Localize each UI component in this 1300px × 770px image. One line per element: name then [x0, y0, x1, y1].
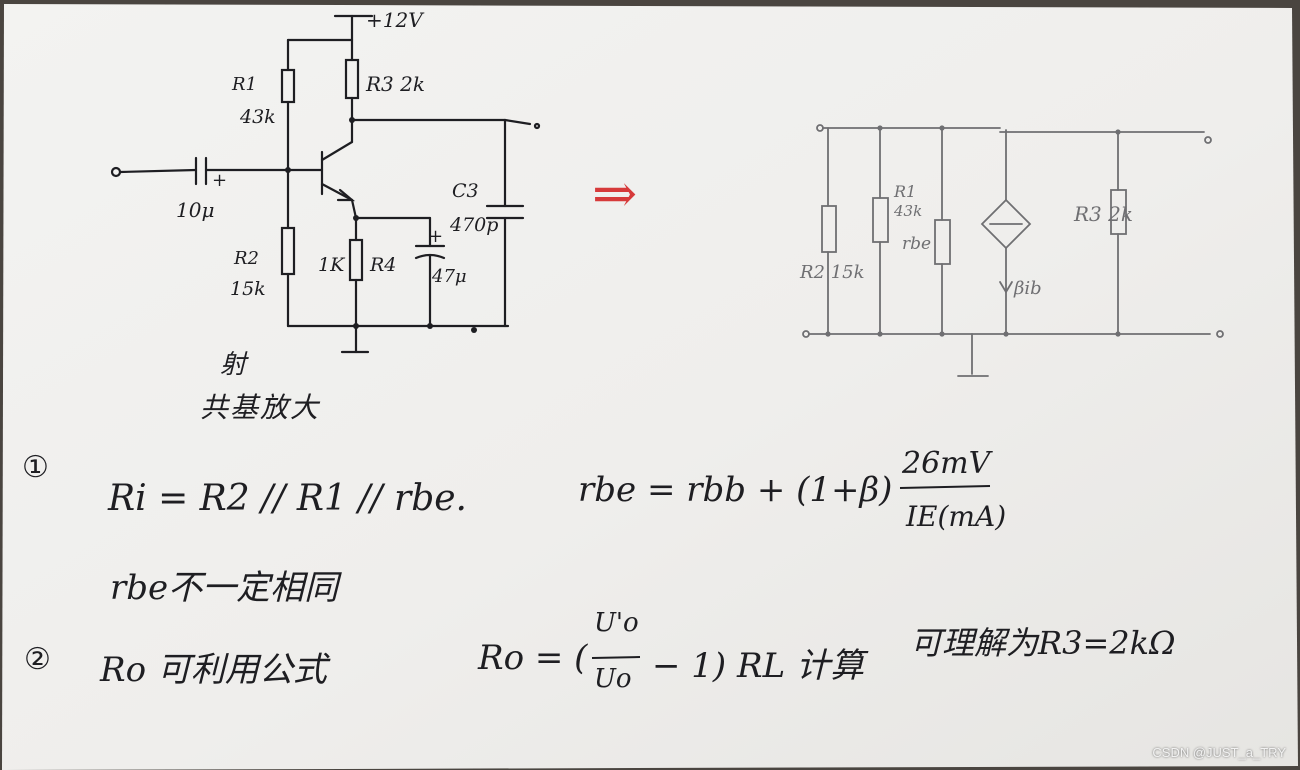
c1-polarity-mark: + [212, 170, 228, 191]
transform-arrow: ⇒ [592, 162, 638, 225]
eq-rbe-label: rbe [902, 234, 932, 254]
r2-name-label: R2 [234, 248, 260, 269]
rbe-formula-numerator: 26mV [902, 446, 991, 481]
r1-value-label: 43k [240, 106, 276, 128]
rbe-formula-lhs: rbe = rbb + (1+β) [578, 470, 893, 510]
circuit-caption: 共基放大 [200, 391, 321, 424]
rbe-remark: rbe不一定相同 [110, 568, 339, 608]
c2-polarity-mark: + [428, 226, 444, 247]
ro-formula-lhs: Ro = ( [478, 638, 588, 678]
csdn-watermark: CSDN @JUST_a_TRY [1152, 745, 1286, 760]
eq-r1-name-label: R1 [894, 182, 917, 201]
r3-label: R3 2k [366, 72, 425, 96]
ro-remark: 可理解为R3=2kΩ [910, 624, 1176, 662]
input-resistance-formula: Ri = R2 // R1 // rbe. [108, 478, 467, 519]
eq-source-label: βib [1014, 278, 1042, 299]
ro-formula-numerator: U'o [594, 608, 639, 638]
c3-value-label: 470p [450, 214, 499, 236]
r4-name-label: R4 [370, 254, 397, 276]
item-2-marker: ② [24, 642, 51, 677]
r2-value-label: 15k [230, 278, 266, 300]
ro-formula-rhs: − 1) RL 计算 [652, 646, 864, 686]
eq-r3-label: R3 2k [1074, 202, 1133, 226]
r4-value-label: 1K [318, 254, 345, 276]
eq-r2-label: R2 15k [800, 262, 865, 283]
c2-value-label: 47μ [432, 266, 467, 287]
c1-value-label: 10μ [176, 198, 215, 222]
rbe-formula-denominator: IE(mA) [906, 500, 1007, 533]
caption-correction: 射 [220, 350, 247, 380]
output-resistance-note: Ro 可利用公式 [100, 650, 327, 690]
r1-name-label: R1 [232, 74, 258, 95]
c3-name-label: C3 [452, 180, 479, 202]
eq-r1-value-label: 43k [894, 202, 923, 220]
ro-formula-denominator: Uo [594, 664, 632, 694]
supply-voltage-label: +12V [366, 8, 423, 32]
item-1-marker: ① [22, 450, 49, 485]
